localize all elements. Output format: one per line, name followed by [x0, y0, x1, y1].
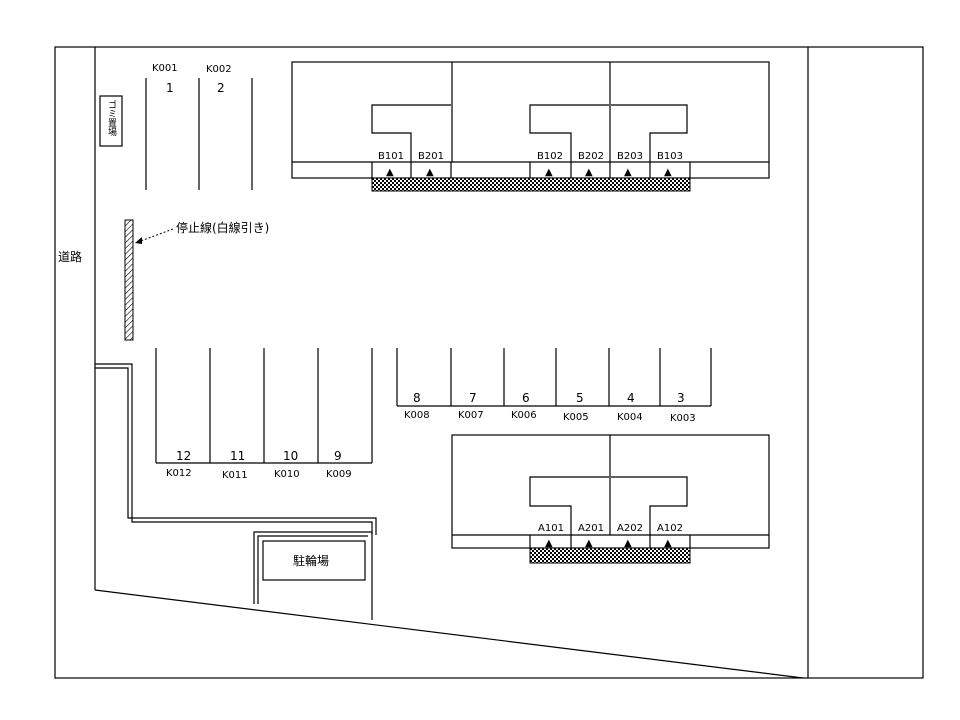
entrance-marker-b101: ▲	[386, 167, 394, 178]
entrance-marker-a202: ▲	[624, 538, 632, 549]
stop-line	[124, 219, 134, 341]
parking-code-k008: K008	[404, 410, 430, 421]
entrance-marker-b203: ▲	[624, 167, 632, 178]
entrance-marker-b103: ▲	[664, 167, 672, 178]
parking-code-k005: K005	[563, 412, 589, 423]
building-b	[291, 61, 770, 179]
road-label: 道路	[58, 249, 82, 264]
entrance-marker-b201: ▲	[426, 167, 434, 178]
unit-b103: B103	[657, 151, 683, 162]
entrance-marker-a102: ▲	[664, 538, 672, 549]
parking-top: K001 K002 1 2	[145, 63, 253, 190]
walkway-a	[529, 547, 691, 564]
unit-a101: A101	[538, 523, 564, 534]
parking-number-7: 7	[469, 391, 477, 405]
parking-number-6: 6	[522, 391, 530, 405]
bicycle-parking	[262, 540, 366, 581]
parking-mid-left: 12 11 10 9 K012 K011 K010 K009	[155, 348, 373, 481]
entrance-marker-b102: ▲	[545, 167, 553, 178]
parking-number-9: 9	[334, 449, 342, 463]
unit-b203: B203	[617, 151, 643, 162]
bicycle-label: 駐輪場	[293, 553, 329, 568]
parking-code-k003: K003	[670, 413, 696, 424]
parking-number-1: 1	[166, 81, 174, 95]
unit-a201: A201	[578, 523, 604, 534]
unit-b101: B101	[378, 151, 404, 162]
parking-number-10: 10	[283, 449, 298, 463]
parking-code-k011: K011	[222, 470, 248, 481]
entrance-marker-b202: ▲	[585, 167, 593, 178]
building-a-units: A101 A201 A202 A102 ▲ ▲ ▲ ▲	[538, 523, 683, 549]
parking-number-5: 5	[576, 391, 584, 405]
stop-line-label: 停止線(白線引き)	[176, 220, 269, 235]
parking-number-12: 12	[176, 449, 191, 463]
walkway-b	[371, 177, 691, 192]
unit-b202: B202	[578, 151, 604, 162]
unit-b201: B201	[418, 151, 444, 162]
unit-b102: B102	[537, 151, 563, 162]
unit-a202: A202	[617, 523, 643, 534]
garbage-area: ゴミ置場	[99, 95, 123, 147]
parking-number-11: 11	[230, 449, 245, 463]
parking-code-k004: K004	[617, 412, 643, 423]
entrance-marker-a101: ▲	[545, 538, 553, 549]
parking-code-k009: K009	[326, 469, 352, 480]
outer-frame	[54, 46, 924, 679]
building-b-units: B101 B201 B102 B202 B203 B103 ▲ ▲ ▲ ▲ ▲ …	[378, 151, 683, 178]
parking-number-4: 4	[627, 391, 635, 405]
building-a	[451, 434, 770, 549]
garbage-label: ゴミ置場	[106, 99, 117, 137]
parking-number-3: 3	[677, 391, 685, 405]
parking-number-8: 8	[413, 391, 421, 405]
parking-code-k006: K006	[511, 410, 537, 421]
parking-code-k010: K010	[274, 469, 300, 480]
parking-number-2: 2	[217, 81, 225, 95]
south-boundary	[94, 589, 804, 679]
access-path	[95, 363, 377, 620]
stop-line-leader	[137, 228, 174, 243]
entrance-marker-a201: ▲	[585, 538, 593, 549]
parking-mid-right: 8 7 6 5 4 3 K008 K007 K006 K005 K004 K00…	[396, 348, 712, 424]
parking-code-k001: K001	[152, 63, 178, 74]
parking-code-k002: K002	[206, 64, 232, 75]
parking-code-k012: K012	[166, 468, 192, 479]
stop-line-arrowhead	[135, 237, 142, 244]
unit-a102: A102	[657, 523, 683, 534]
parking-code-k007: K007	[458, 410, 484, 421]
